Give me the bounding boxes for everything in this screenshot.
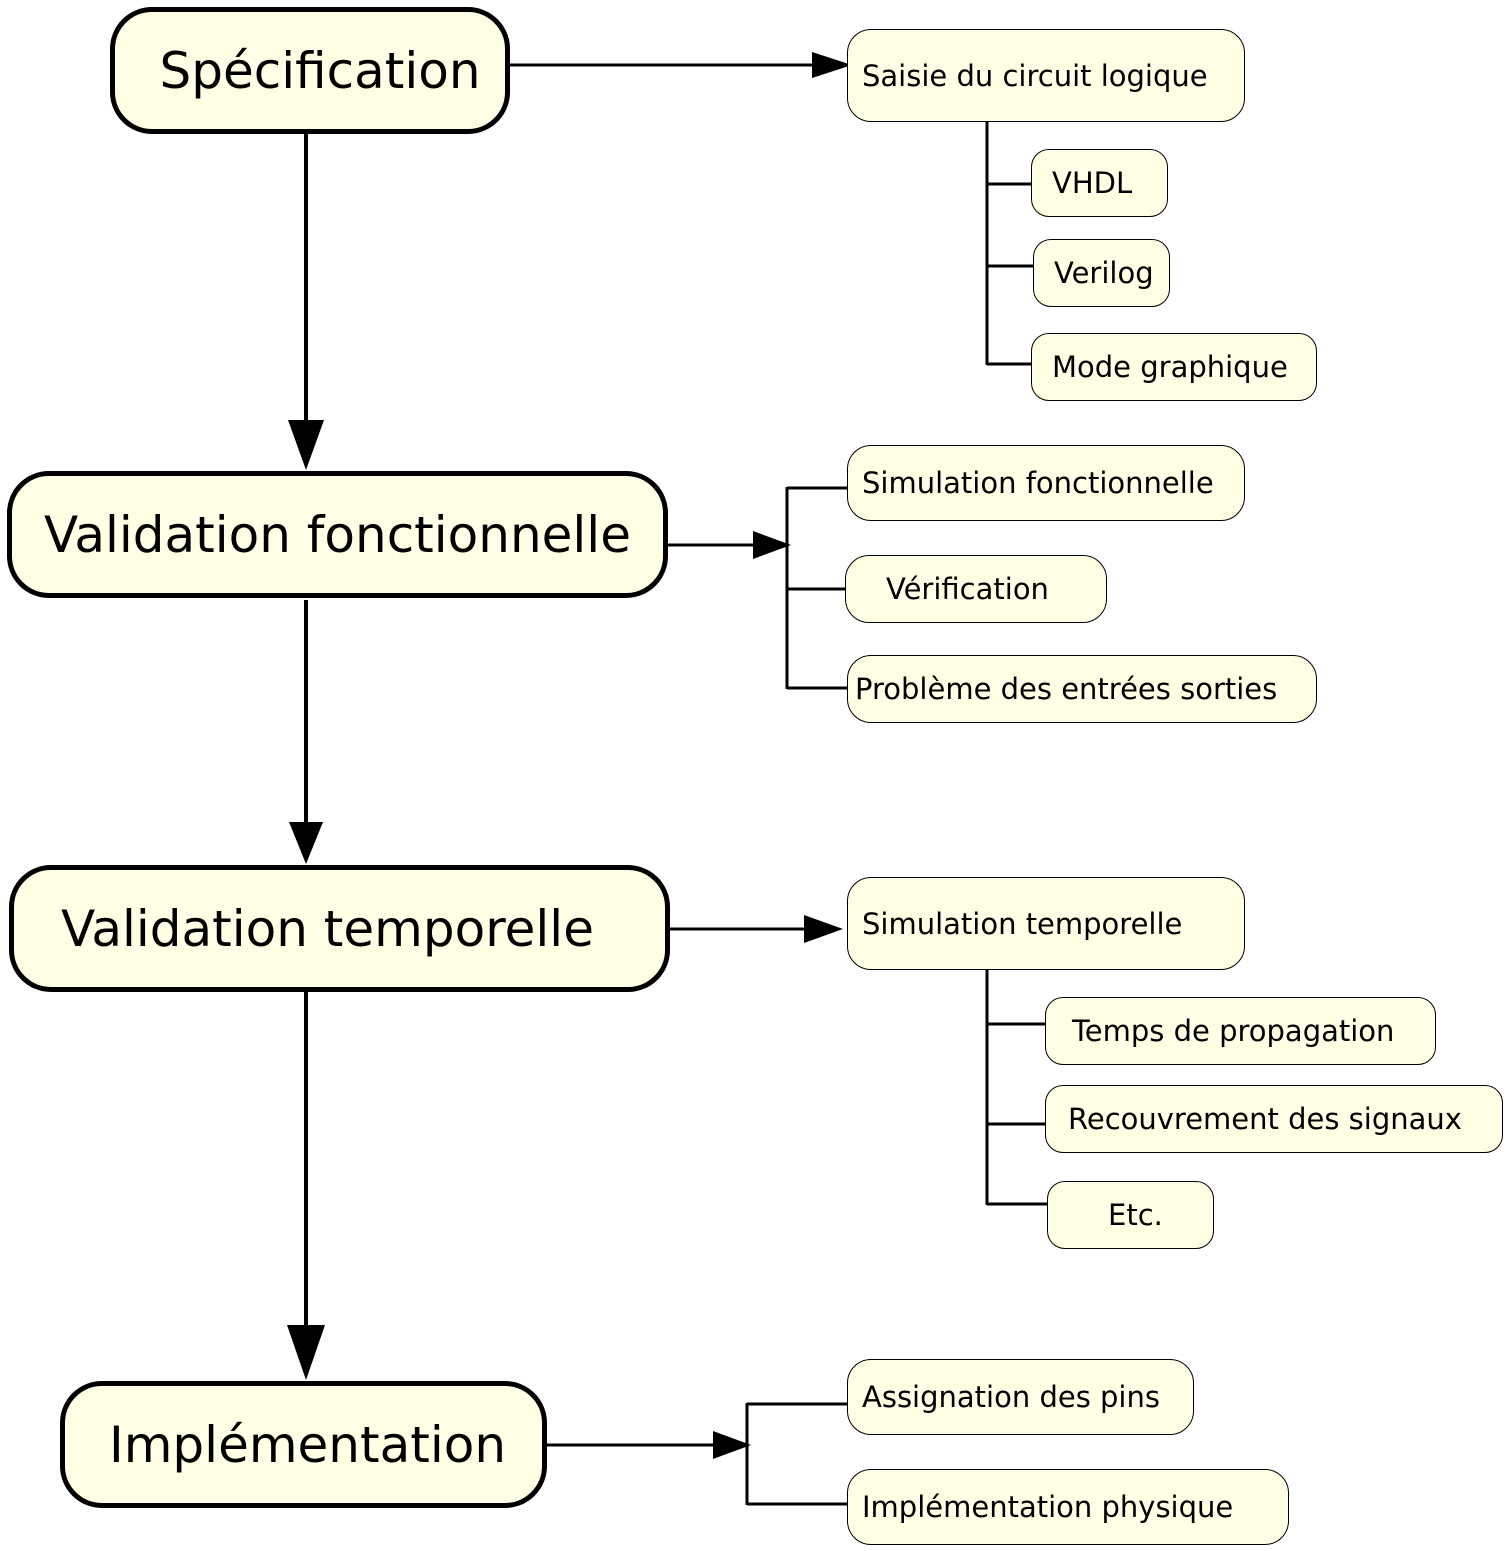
step-label: Implémentation (108, 1415, 507, 1474)
item-simulation-fonctionnelle: Simulation fonctionnelle (847, 445, 1245, 521)
flow-arrowhead-2 (289, 822, 323, 864)
item-verification: Vérification (845, 555, 1107, 623)
detail-saisie-circuit: Saisie du circuit logique (847, 29, 1245, 122)
step-validation-temporelle: Validation temporelle (9, 865, 670, 992)
arrowhead-impl (713, 1431, 751, 1459)
detail-label: Simulation temporelle (862, 906, 1183, 941)
step-specification: Spécification (110, 7, 510, 134)
item-label: Implémentation physique (862, 1490, 1234, 1524)
item-label: Recouvrement des signaux (1068, 1102, 1462, 1136)
item-recouvrement-signaux: Recouvrement des signaux (1045, 1085, 1503, 1153)
item-assignation-pins: Assignation des pins (847, 1359, 1194, 1435)
item-vhdl: VHDL (1031, 149, 1168, 217)
arrowhead-spec-detail (812, 52, 852, 78)
item-label: Problème des entrées sorties (855, 672, 1278, 706)
step-label: Validation temporelle (61, 899, 594, 958)
item-label: Temps de propagation (1072, 1014, 1395, 1048)
item-temps-propagation: Temps de propagation (1045, 997, 1436, 1065)
item-label: Etc. (1108, 1198, 1163, 1232)
arrowhead-valfonc (753, 531, 791, 559)
item-label: Vérification (886, 572, 1049, 606)
detail-simulation-temporelle: Simulation temporelle (847, 877, 1245, 970)
flow-arrowhead-1 (288, 420, 324, 470)
step-label: Validation fonctionnelle (44, 505, 631, 564)
item-label: Mode graphique (1052, 350, 1288, 384)
step-implementation: Implémentation (60, 1381, 547, 1508)
item-label: Verilog (1054, 256, 1154, 290)
item-implementation-physique: Implémentation physique (847, 1469, 1289, 1545)
item-label: Simulation fonctionnelle (862, 466, 1214, 500)
item-label: Assignation des pins (862, 1380, 1160, 1414)
arrowhead-valtemp-detail (804, 915, 843, 943)
item-mode-graphique: Mode graphique (1031, 333, 1317, 401)
item-label: VHDL (1052, 166, 1133, 200)
item-verilog: Verilog (1033, 239, 1170, 307)
item-etc: Etc. (1047, 1181, 1214, 1249)
detail-label: Saisie du circuit logique (862, 58, 1208, 93)
item-probleme-entrees-sorties: Problème des entrées sorties (847, 655, 1317, 723)
step-validation-fonctionnelle: Validation fonctionnelle (7, 471, 668, 598)
flow-arrowhead-3 (287, 1325, 325, 1380)
step-label: Spécification (159, 41, 481, 100)
